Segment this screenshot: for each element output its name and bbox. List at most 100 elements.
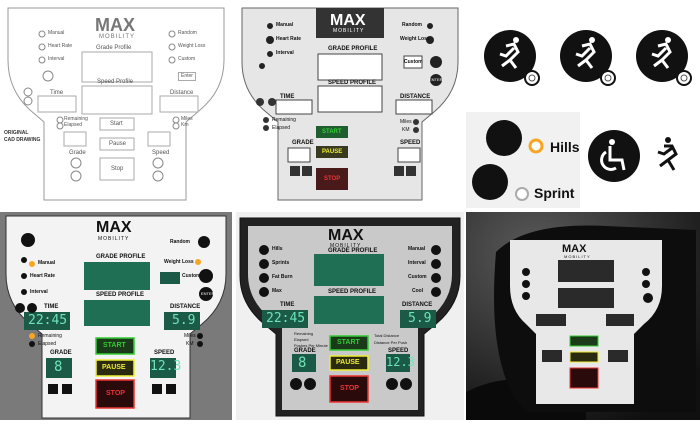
cad-stop-button: Stop	[111, 166, 124, 172]
dark-distance-per-push: Distance Per Push	[374, 340, 408, 345]
gray-pause-button: PAUSE	[322, 149, 343, 155]
lit-option-interval: Interval	[30, 289, 48, 295]
lit-stop-button: STOP	[106, 390, 125, 397]
wheelchair-icon	[588, 130, 640, 182]
cad-option-interval: Interval	[48, 56, 65, 62]
cad-panel: MAX MOBILITY Manual Heart Rate Interval …	[0, 0, 232, 208]
gray-brand: MAX	[330, 12, 366, 29]
lit-brand: MAX	[96, 219, 132, 236]
cad-brand: MAX	[95, 15, 135, 35]
lit-distance-value: 5.9	[172, 313, 196, 328]
cad-remaining: Remaining	[64, 116, 88, 122]
dark-pushes: Pushes Per Minute	[294, 343, 328, 348]
dark-brand: MAX	[328, 227, 364, 244]
lit-speed: SPEED	[154, 350, 175, 356]
lit-enter: ENTER	[201, 291, 215, 296]
runner-icon-black	[657, 137, 678, 171]
gray-speed: SPEED	[400, 140, 421, 146]
lit-elapsed: Elapsed	[38, 341, 57, 347]
gray-grade-profile: GRADE PROFILE	[328, 46, 378, 52]
lit-brand-sub: MOBILITY	[98, 236, 130, 242]
cad-note-line1: ORIGINAL	[4, 130, 29, 136]
cad-speed: Speed	[152, 150, 170, 156]
gray-option-manual: Manual	[276, 22, 294, 28]
cad-distance: Distance	[170, 90, 194, 96]
gray-remaining: Remaining	[272, 117, 296, 123]
device-photo: MAX MOBILITY	[466, 212, 700, 420]
lit-option-random: Random	[170, 239, 190, 245]
cad-time: Time	[50, 90, 64, 96]
lit-km: KM	[186, 341, 194, 347]
cad-miles: Miles	[181, 116, 193, 122]
gray-time: TIME	[280, 94, 295, 100]
dark-option-cool: Cool	[412, 288, 424, 294]
icons-panel: Hills Sprint	[466, 0, 700, 208]
dark-stop-button: STOP	[340, 385, 359, 392]
lit-option-heart-rate: Heart Rate	[30, 273, 56, 279]
hills-label: Hills	[550, 139, 580, 155]
gray-speed-profile: SPEED PROFILE	[328, 80, 377, 86]
lit-remaining: Remaining	[38, 333, 62, 339]
runner-icon-1	[484, 30, 540, 86]
lit-time-value: 22:45	[28, 313, 68, 328]
cad-grade: Grade	[69, 150, 86, 156]
dark-total-distance: Total Distance	[374, 333, 400, 338]
lit-miles: Miles	[184, 333, 196, 339]
gray-option-weight-loss: Weight Loss	[400, 36, 430, 42]
dark-option-max: Max	[272, 288, 282, 294]
gray-enter: ENTER	[429, 77, 443, 82]
dark-distance-value: 5.9	[408, 311, 432, 326]
cad-option-weight-loss: Weight Loss	[178, 43, 206, 49]
lit-grade-value: 8	[54, 359, 63, 375]
gray-miles: Miles	[400, 119, 412, 125]
lit-distance: DISTANCE	[170, 304, 201, 310]
hills-sprint-card	[466, 112, 580, 208]
dark-option-sprints: Sprints	[272, 260, 290, 266]
gray-grade: GRADE	[292, 140, 314, 146]
gray-option-custom: Custom	[404, 59, 423, 65]
cad-option-heart-rate: Heart Rate	[48, 43, 73, 49]
dark-pause-button: PAUSE	[336, 359, 360, 366]
sprint-label: Sprint	[534, 185, 575, 201]
gray-panel: MAX MOBILITY Manual Heart Rate Interval …	[236, 0, 464, 208]
lit-option-manual: Manual	[38, 260, 56, 266]
cad-brand-sub: MOBILITY	[99, 34, 136, 40]
cad-start-button: Start	[110, 121, 123, 127]
cad-note-line2: CAD DRAWING	[4, 137, 41, 143]
gray-elapsed: Elapsed	[272, 125, 291, 131]
dark-option-hills: Hills	[272, 246, 283, 252]
dark-brand-sub: MOBILITY	[330, 243, 362, 249]
gray-start-button: START	[322, 129, 342, 135]
dark-speed-profile: SPEED PROFILE	[328, 289, 377, 295]
wheelchair-runner-icons	[588, 130, 678, 182]
gray-km: KM	[402, 127, 410, 133]
lit-speed-value: 12.3	[150, 359, 182, 374]
dark-elapsed: Elapsed	[294, 337, 309, 342]
device-photo-art	[466, 212, 700, 420]
gray-brand-sub: MOBILITY	[333, 28, 365, 34]
lit-start-button: START	[103, 342, 126, 349]
lit-grade: GRADE	[50, 350, 72, 356]
gray-option-heart-rate: Heart Rate	[276, 36, 302, 42]
gray-option-random: Random	[402, 22, 422, 28]
dark-time: TIME	[280, 302, 295, 308]
lit-faceplate	[5, 215, 227, 419]
lit-option-custom: Custom	[182, 273, 201, 279]
gray-option-interval: Interval	[276, 50, 294, 56]
dark-start-button: START	[337, 339, 360, 346]
lit-option-weight-loss: Weight Loss	[164, 259, 194, 265]
cad-faceplate	[7, 7, 225, 201]
cad-pause-button: Pause	[109, 141, 127, 147]
cad-km: Km	[181, 122, 189, 128]
cad-option-custom: Custom	[178, 56, 196, 62]
dark-option-custom: Custom	[408, 274, 427, 280]
runner-icon-3	[636, 30, 692, 86]
cad-option-random: Random	[178, 30, 197, 36]
dark-faceplate	[239, 217, 461, 417]
lit-pause-button: PAUSE	[102, 364, 126, 371]
dark-grade-value: 8	[298, 355, 307, 371]
lit-time: TIME	[44, 304, 59, 310]
lit-panel: MAX MOBILITY Manual Heart Rate Interval …	[0, 212, 232, 420]
dark-time-value: 22:45	[266, 311, 306, 326]
cad-enter: Enter	[178, 72, 196, 81]
